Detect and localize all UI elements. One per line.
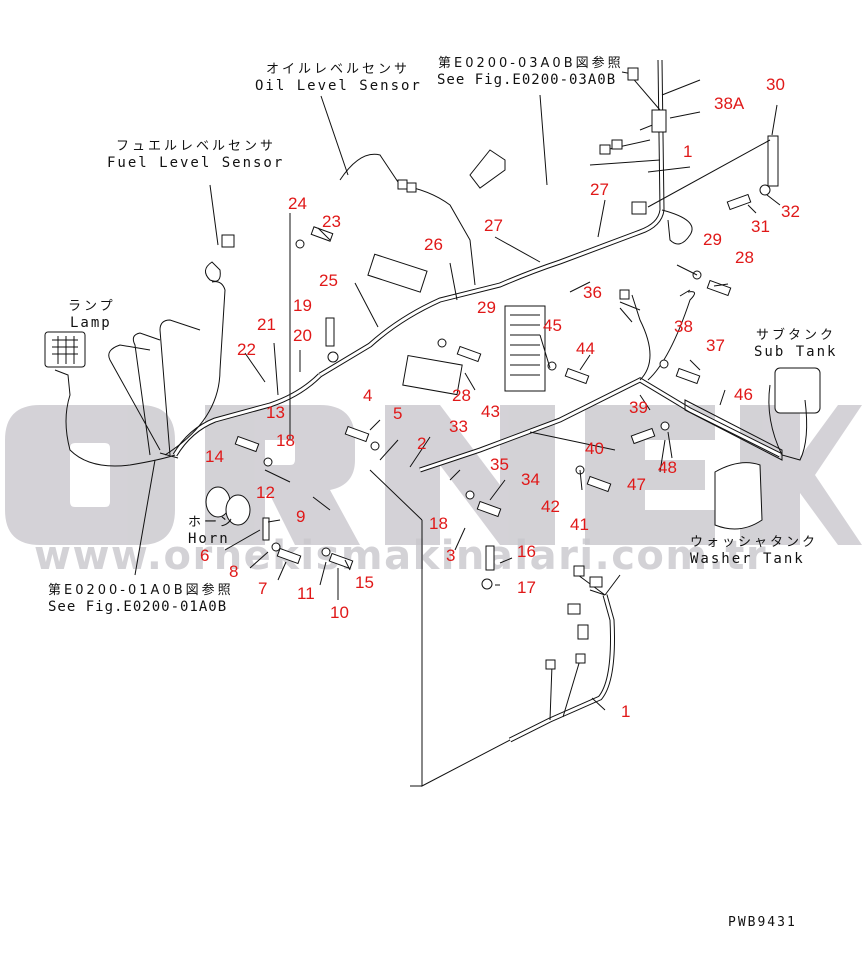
part-number[interactable]: 34 <box>521 470 540 489</box>
fasteners <box>234 184 771 590</box>
part-number[interactable]: 42 <box>541 497 560 516</box>
part-number[interactable]: 22 <box>237 340 256 359</box>
part-number[interactable]: 1 <box>621 702 631 721</box>
oil-level-sensor-label: Oil Level Sensor <box>255 78 422 94</box>
part-number[interactable]: 15 <box>355 573 374 592</box>
part-number[interactable]: 4 <box>363 386 373 405</box>
part-number[interactable]: 38 <box>674 317 693 336</box>
part-number[interactable]: 35 <box>490 455 509 474</box>
part-number[interactable]: 27 <box>484 216 503 235</box>
oil-sensor-harness <box>339 149 506 286</box>
fig-ref-03-label: See Fig.E0200-03A0B <box>437 72 617 88</box>
part-number[interactable]: 36 <box>583 283 602 302</box>
part-number[interactable]: 39 <box>629 398 648 417</box>
part-number[interactable]: 25 <box>319 271 338 290</box>
sub-tank-label-jp: サブタンク <box>756 328 837 343</box>
part-number[interactable]: 26 <box>424 235 443 254</box>
fig-ref-03-label-jp: 第E0200-03A0B図参照 <box>438 56 624 71</box>
washer-tank-label-jp: ウォッシャタンク <box>690 535 819 550</box>
upper-harness <box>318 59 779 378</box>
part-number[interactable]: 13 <box>266 403 285 422</box>
part-number[interactable]: 41 <box>570 515 589 534</box>
part-number[interactable]: 8 <box>229 562 239 581</box>
lamp-label-jp: ランプ <box>68 299 116 314</box>
part-number[interactable]: 28 <box>735 248 754 267</box>
part-number[interactable]: 21 <box>257 315 276 334</box>
part-number[interactable]: 6 <box>200 546 210 565</box>
part-number[interactable]: 38A <box>714 94 745 113</box>
part-number[interactable]: 2 <box>417 434 427 453</box>
part-number[interactable]: 29 <box>703 230 722 249</box>
lower-harness <box>369 469 621 787</box>
part-number[interactable]: 23 <box>322 212 341 231</box>
fuel-level-sensor-label-jp: フュエルレベルセンサ <box>116 139 277 154</box>
part-number[interactable]: 12 <box>256 483 275 502</box>
part-number[interactable]: 40 <box>585 439 604 458</box>
part-number[interactable]: 37 <box>706 336 725 355</box>
horn-label: Horn <box>188 531 230 547</box>
left-harness <box>44 234 322 526</box>
part-number[interactable]: 29 <box>477 298 496 317</box>
part-number[interactable]: 27 <box>590 180 609 199</box>
fuel-level-sensor-label: Fuel Level Sensor <box>107 155 285 171</box>
part-number[interactable]: 1 <box>683 142 693 161</box>
part-number[interactable]: 18 <box>429 514 448 533</box>
fuse-box <box>367 253 546 396</box>
leader-lines <box>134 94 781 711</box>
part-number[interactable]: 24 <box>288 194 307 213</box>
part-number[interactable]: 3 <box>446 546 456 565</box>
part-number[interactable]: 32 <box>781 202 800 221</box>
part-number[interactable]: 30 <box>766 75 785 94</box>
part-number[interactable]: 19 <box>293 296 312 315</box>
part-number[interactable]: 18 <box>276 431 295 450</box>
part-number[interactable]: 5 <box>393 404 403 423</box>
part-number[interactable]: 33 <box>449 417 468 436</box>
part-number[interactable]: 43 <box>481 402 500 421</box>
part-number[interactable]: 45 <box>543 316 562 335</box>
washer-tank-label: Washer Tank <box>690 551 805 567</box>
fig-ref-01-label: See Fig.E0200-01A0B <box>48 599 228 615</box>
part-number[interactable]: 7 <box>258 579 268 598</box>
part-number[interactable]: 44 <box>576 339 595 358</box>
part-number[interactable]: 46 <box>734 385 753 404</box>
lamp-label: Lamp <box>70 315 112 331</box>
right-harness <box>419 289 821 530</box>
figure-code: PWB9431 <box>728 915 797 930</box>
part-number[interactable]: 31 <box>751 217 770 236</box>
part-number[interactable]: 20 <box>293 326 312 345</box>
horn-label-jp: ホーン <box>188 515 236 530</box>
part-number[interactable]: 11 <box>297 584 315 603</box>
part-number[interactable]: 48 <box>658 458 677 477</box>
part-number[interactable]: 17 <box>517 578 536 597</box>
part-number[interactable]: 28 <box>452 386 471 405</box>
part-number[interactable]: 16 <box>517 542 536 561</box>
part-number[interactable]: 14 <box>205 447 224 466</box>
part-number[interactable]: 47 <box>627 475 646 494</box>
fig-ref-01-label-jp: 第E0200-01A0B図参照 <box>48 583 234 598</box>
part-number[interactable]: 9 <box>296 507 306 526</box>
oil-level-sensor-label-jp: オイルレベルセンサ <box>266 62 411 77</box>
sub-tank-label: Sub Tank <box>754 344 838 360</box>
part-number[interactable]: 10 <box>330 603 349 622</box>
